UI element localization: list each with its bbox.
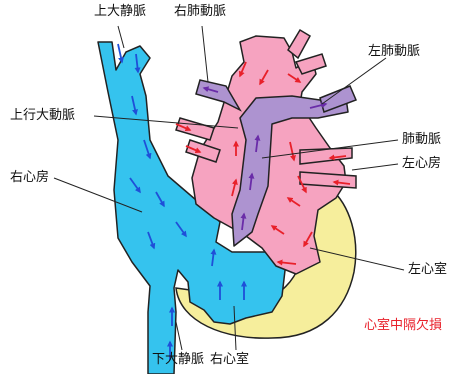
label-right-ventricle: 右心室: [210, 352, 249, 368]
label-inferior-vena-cava: 下大静脈: [152, 352, 204, 368]
label-right-pulmonary-artery: 右肺動脈: [174, 4, 226, 20]
pink-stub-1: [176, 118, 214, 140]
label-left-atrium: 左心房: [402, 156, 441, 172]
label-left-pulmonary-artery: 左肺動脈: [368, 44, 420, 60]
label-ventricular-septal-defect: 心室中隔欠損: [364, 318, 442, 334]
label-right-atrium: 右心房: [10, 170, 49, 186]
aortic-branch-2: [296, 54, 326, 74]
label-ascending-aorta: 上行大動脈: [10, 108, 75, 124]
label-superior-vena-cava: 上大静脈: [94, 4, 146, 20]
label-pulmonary-artery: 肺動脈: [402, 132, 441, 148]
label-left-ventricle: 左心室: [408, 262, 447, 278]
